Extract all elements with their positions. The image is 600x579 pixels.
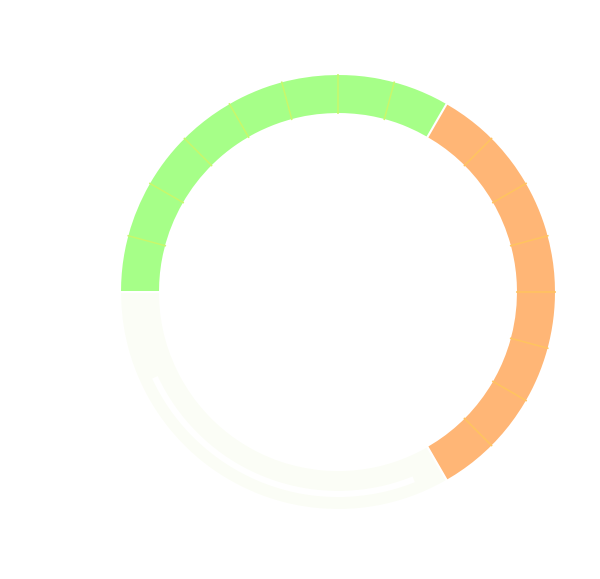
- empty-slice-inner-arc: [152, 376, 415, 497]
- slice-empty: [118, 291, 449, 511]
- tick-green: [148, 182, 185, 204]
- tick-orange: [463, 417, 493, 447]
- tick-green: [280, 81, 293, 121]
- tick-green: [383, 81, 396, 121]
- tick-orange: [463, 137, 493, 167]
- tick-orange: [509, 234, 549, 247]
- tick-orange: [491, 182, 528, 204]
- tick-orange: [491, 380, 528, 402]
- slice-green: [118, 73, 449, 293]
- tick-green: [228, 102, 250, 139]
- tick-green: [183, 137, 213, 167]
- tick-green: [127, 234, 167, 247]
- tick-orange: [509, 337, 549, 350]
